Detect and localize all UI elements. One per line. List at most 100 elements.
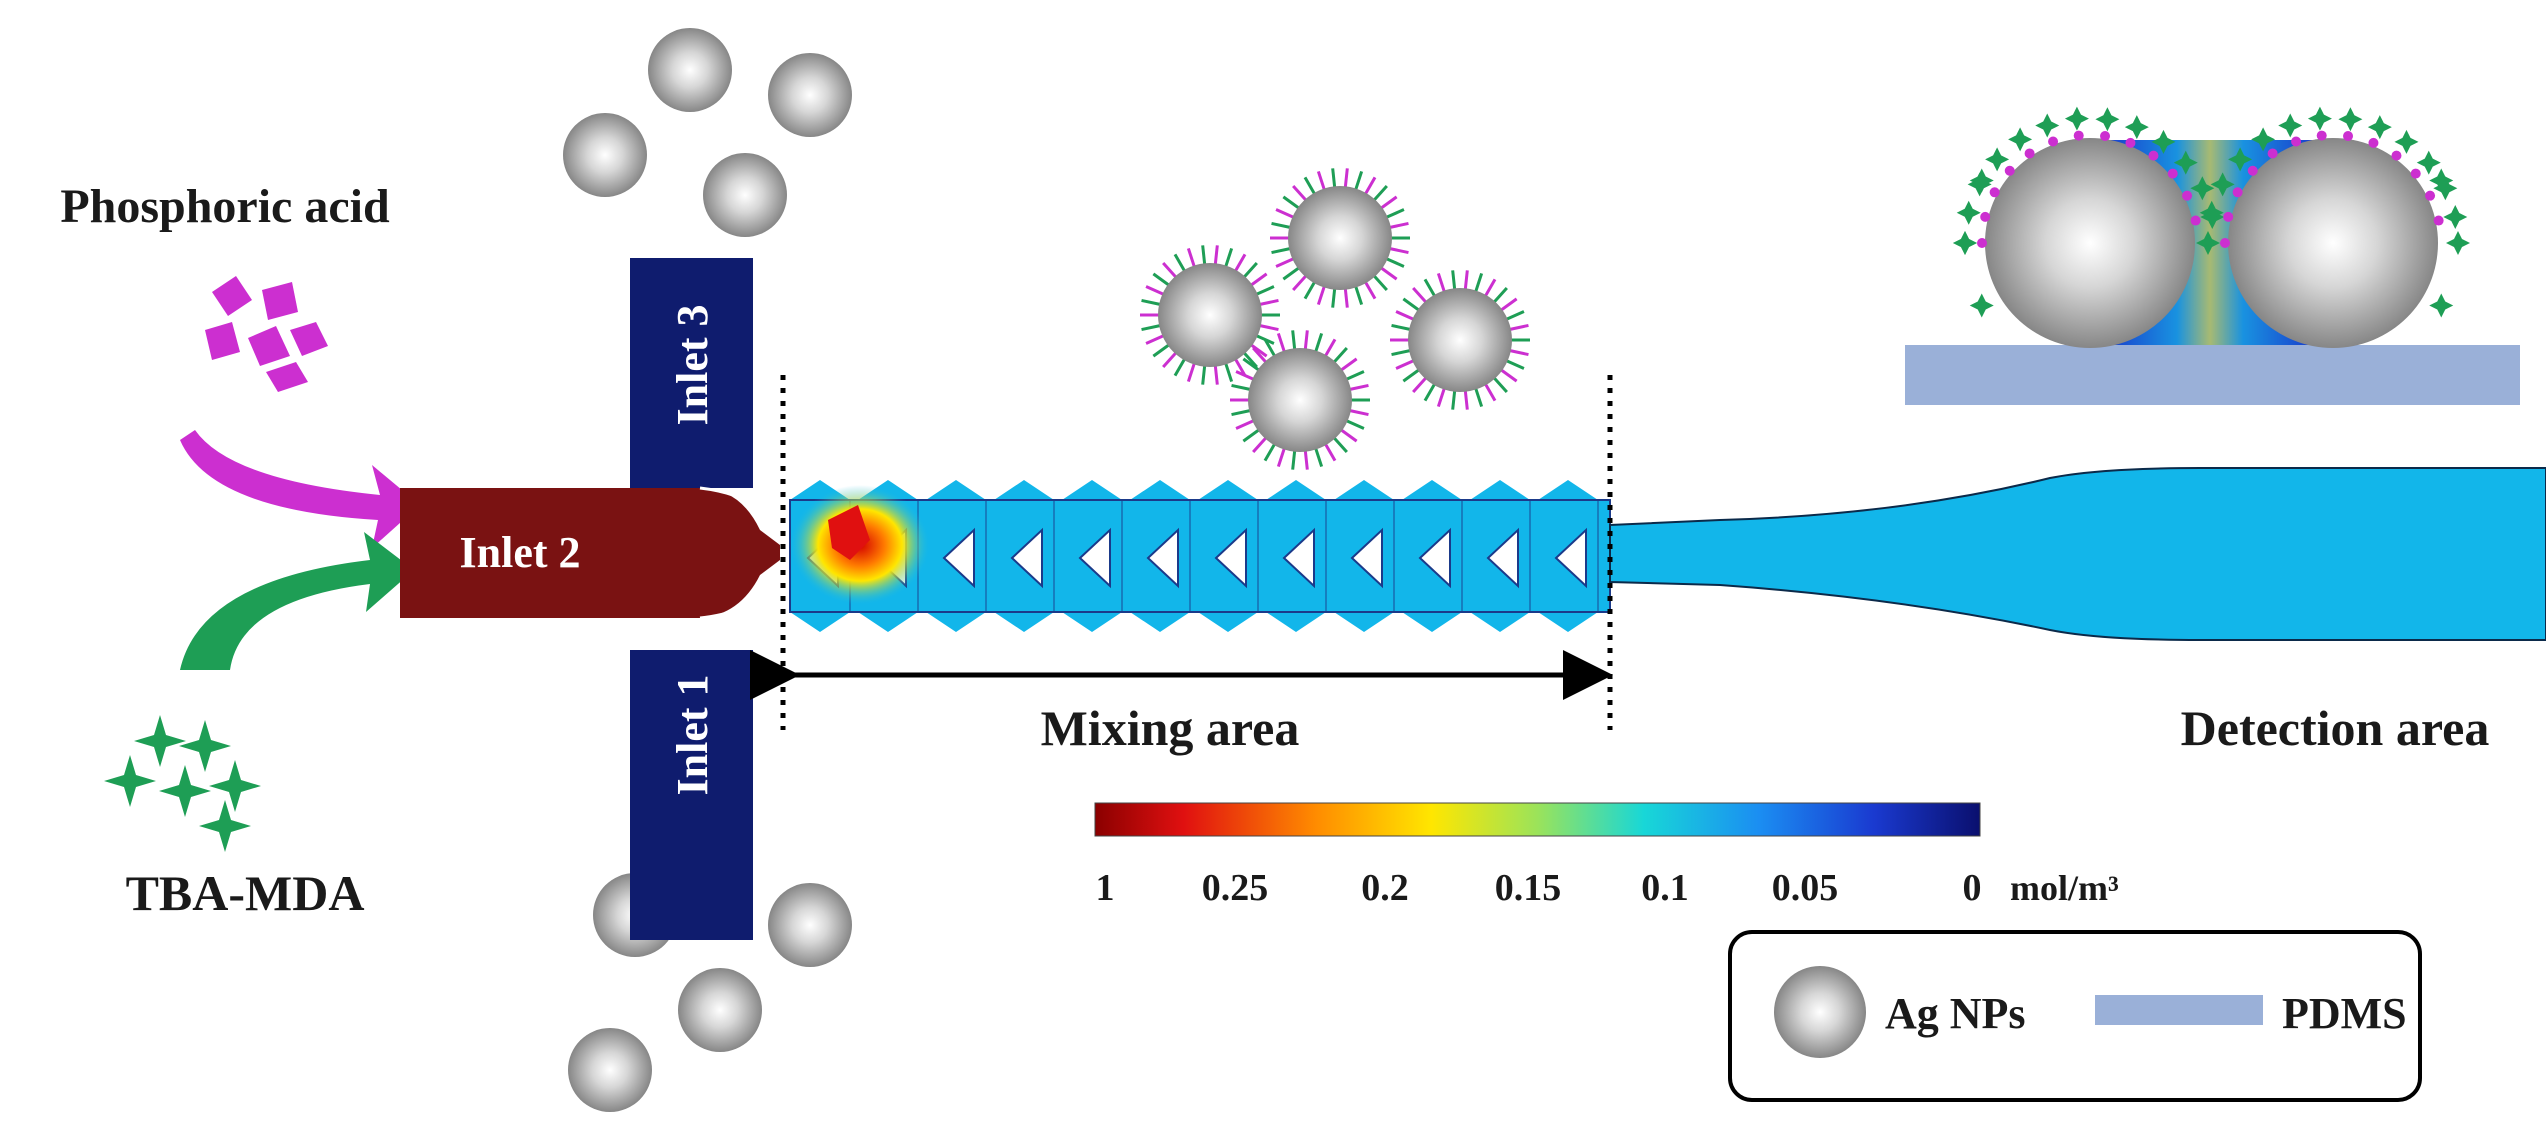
ligand bbox=[1331, 168, 1337, 189]
mixer-notch-top bbox=[1198, 480, 1258, 500]
mixer-baffle bbox=[1350, 527, 1383, 589]
ligand-star bbox=[2190, 176, 2215, 201]
ligand bbox=[1235, 370, 1255, 382]
functionalized-nanoparticle-cluster bbox=[1140, 168, 1530, 470]
ligand-star bbox=[1969, 293, 1994, 318]
ligand bbox=[1242, 357, 1261, 372]
ligand bbox=[1145, 333, 1165, 345]
junction-boundary-bottom bbox=[699, 555, 796, 620]
ligand-dot bbox=[2316, 130, 2327, 141]
ligand-star bbox=[2035, 113, 2060, 138]
ligand bbox=[1363, 176, 1377, 196]
mixing-channel bbox=[789, 480, 1611, 632]
molecule-star bbox=[104, 755, 156, 807]
ligand bbox=[1224, 362, 1234, 383]
ligand-star bbox=[2196, 231, 2220, 255]
mixer-notch-bottom bbox=[1334, 612, 1394, 632]
mixer-baffle bbox=[1010, 527, 1043, 589]
ligand-star bbox=[2199, 200, 2224, 225]
mixer-notch-top bbox=[1062, 480, 1122, 500]
phosphoric-acid-molecules bbox=[205, 276, 328, 392]
ligand bbox=[1201, 245, 1207, 266]
ligand bbox=[1275, 208, 1295, 220]
ligand-star bbox=[2394, 129, 2419, 154]
mixer-notch-bottom bbox=[1538, 612, 1598, 632]
ligand-dot bbox=[2024, 148, 2035, 159]
nanoparticle bbox=[678, 968, 762, 1052]
hot-spot bbox=[828, 505, 870, 560]
mixer-baffle bbox=[1418, 527, 1451, 589]
ligand bbox=[1152, 272, 1171, 287]
ligand bbox=[1505, 310, 1525, 322]
ligand-star bbox=[2173, 150, 2198, 175]
mixer-notch-bottom bbox=[994, 612, 1054, 632]
ligand bbox=[1332, 436, 1348, 454]
ligand bbox=[1173, 253, 1187, 273]
ligand bbox=[1323, 442, 1337, 462]
mixer-notch-top bbox=[1266, 480, 1326, 500]
mixer-notch-bottom bbox=[790, 612, 850, 632]
ligand bbox=[1492, 286, 1508, 304]
ligand bbox=[1231, 408, 1252, 417]
nanoparticle bbox=[648, 28, 732, 112]
ligand bbox=[1402, 297, 1421, 312]
concentration-colorbar bbox=[1094, 802, 1981, 837]
ligand-dot bbox=[2291, 136, 2302, 147]
ligand-star bbox=[1953, 231, 1977, 255]
ligand bbox=[1339, 357, 1358, 372]
ligand-dot bbox=[2125, 137, 2136, 148]
ligand bbox=[1292, 184, 1308, 202]
ligand bbox=[1282, 195, 1301, 210]
nanoparticle-dimer-left bbox=[1985, 138, 2195, 348]
molecule-star bbox=[209, 760, 261, 812]
ligand bbox=[1391, 348, 1412, 357]
molecule-rhombus bbox=[212, 276, 252, 316]
functionalized-nanoparticle bbox=[1140, 245, 1280, 385]
ligand bbox=[1372, 274, 1388, 292]
ligand bbox=[1508, 323, 1529, 332]
ligand bbox=[1363, 280, 1377, 300]
ligand bbox=[1354, 285, 1364, 306]
ligand bbox=[1162, 351, 1178, 369]
mixer-notch-top bbox=[994, 480, 1054, 500]
ligand-dot bbox=[1977, 238, 1987, 248]
ligand bbox=[1388, 221, 1409, 230]
ligand bbox=[1291, 449, 1297, 470]
ligand-star bbox=[2416, 150, 2441, 175]
ligand bbox=[1271, 246, 1292, 255]
ligand bbox=[1474, 272, 1484, 293]
ligand bbox=[1499, 368, 1518, 383]
junction-boundary-top bbox=[699, 486, 796, 550]
inlet-3-edge bbox=[630, 478, 753, 488]
ligand bbox=[1276, 447, 1286, 468]
colorbar-tick-label: 0.15 bbox=[1495, 867, 1562, 909]
ligand-star bbox=[2367, 115, 2392, 140]
legend-pdms-swatch bbox=[2095, 995, 2263, 1025]
ligand-dot bbox=[2100, 131, 2111, 142]
ligand bbox=[1152, 343, 1171, 358]
inlet-3-label: Inlet 3 bbox=[668, 305, 717, 426]
colorbar-tick-label: 0.1 bbox=[1641, 867, 1689, 909]
ligand bbox=[1255, 333, 1275, 345]
ligand-dot bbox=[1989, 187, 2000, 198]
ligand-star bbox=[2307, 106, 2332, 131]
molecule-rhombus bbox=[262, 282, 298, 320]
mixer-baffle bbox=[1146, 527, 1179, 589]
nanoparticle bbox=[568, 1028, 652, 1112]
mixer-notch-bottom bbox=[1402, 612, 1462, 632]
ligand bbox=[1451, 389, 1457, 410]
molecule-star bbox=[199, 800, 251, 852]
mixer-notch-bottom bbox=[858, 612, 918, 632]
nanoparticle bbox=[703, 153, 787, 237]
ligand bbox=[1316, 170, 1326, 191]
molecule-rhombus bbox=[205, 322, 240, 360]
ligand bbox=[1388, 246, 1409, 255]
ligand bbox=[1141, 298, 1162, 307]
ligand bbox=[1343, 168, 1349, 189]
detection-area-label: Detection area bbox=[2181, 700, 2490, 756]
ligand bbox=[1395, 358, 1415, 370]
ligand bbox=[1231, 383, 1252, 392]
mixer-notch-top bbox=[926, 480, 986, 500]
mixer-baffle bbox=[1214, 527, 1247, 589]
ligand-dot bbox=[2148, 150, 2159, 161]
